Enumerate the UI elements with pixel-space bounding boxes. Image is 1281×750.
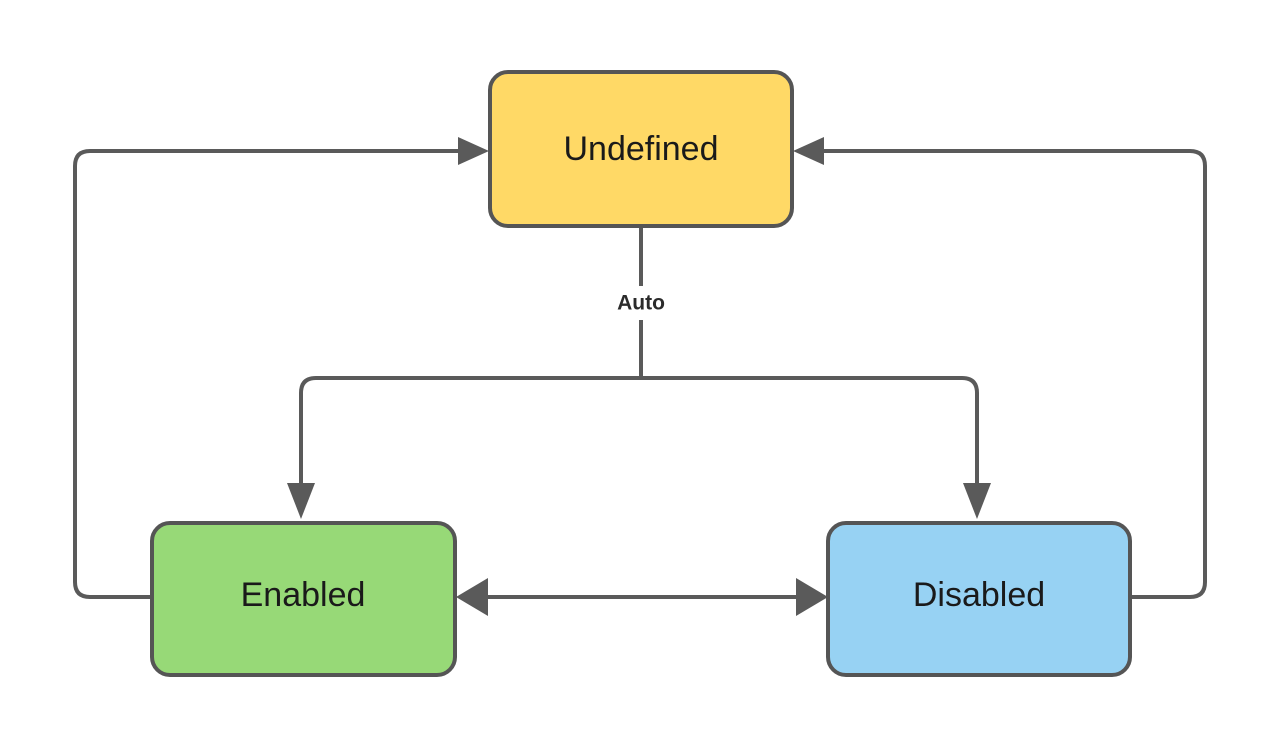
- edge-enabled-disabled-bidirectional[interactable]: [456, 578, 828, 616]
- node-undefined-shape[interactable]: [488, 70, 794, 228]
- node-enabled-label: Enabled: [241, 576, 366, 614]
- edge-fork-to-disabled-path: [641, 376, 979, 483]
- edge-label-auto-background: [597, 286, 685, 320]
- arrowhead-into-undefined-left: [458, 137, 489, 165]
- edge-fork-to-enabled[interactable]: [287, 376, 641, 519]
- edge-label-auto-text: Auto: [617, 292, 665, 315]
- node-undefined-label: Undefined: [563, 130, 718, 168]
- edge-enabled-to-undefined-path: [73, 149, 458, 599]
- edge-disabled-to-undefined-path: [824, 149, 1207, 599]
- edge-fork-to-disabled[interactable]: [641, 376, 991, 519]
- arrowhead-into-disabled-left: [796, 578, 828, 616]
- node-enabled[interactable]: Enabled: [150, 521, 457, 677]
- node-disabled[interactable]: Disabled: [826, 521, 1132, 677]
- arrowhead-into-disabled-top: [963, 483, 991, 519]
- arrowhead-into-enabled-top: [287, 483, 315, 519]
- node-undefined[interactable]: Undefined: [488, 70, 794, 228]
- arrowhead-into-undefined-right: [793, 137, 824, 165]
- node-enabled-shape[interactable]: [150, 521, 457, 677]
- edge-fork-to-enabled-path: [299, 376, 641, 483]
- node-disabled-shape[interactable]: [826, 521, 1132, 677]
- edge-label-auto: Auto: [597, 286, 685, 320]
- arrowhead-into-enabled-right: [456, 578, 488, 616]
- node-disabled-label: Disabled: [913, 576, 1045, 614]
- edge-enabled-to-undefined[interactable]: [73, 137, 489, 599]
- edge-disabled-to-undefined[interactable]: [793, 137, 1207, 599]
